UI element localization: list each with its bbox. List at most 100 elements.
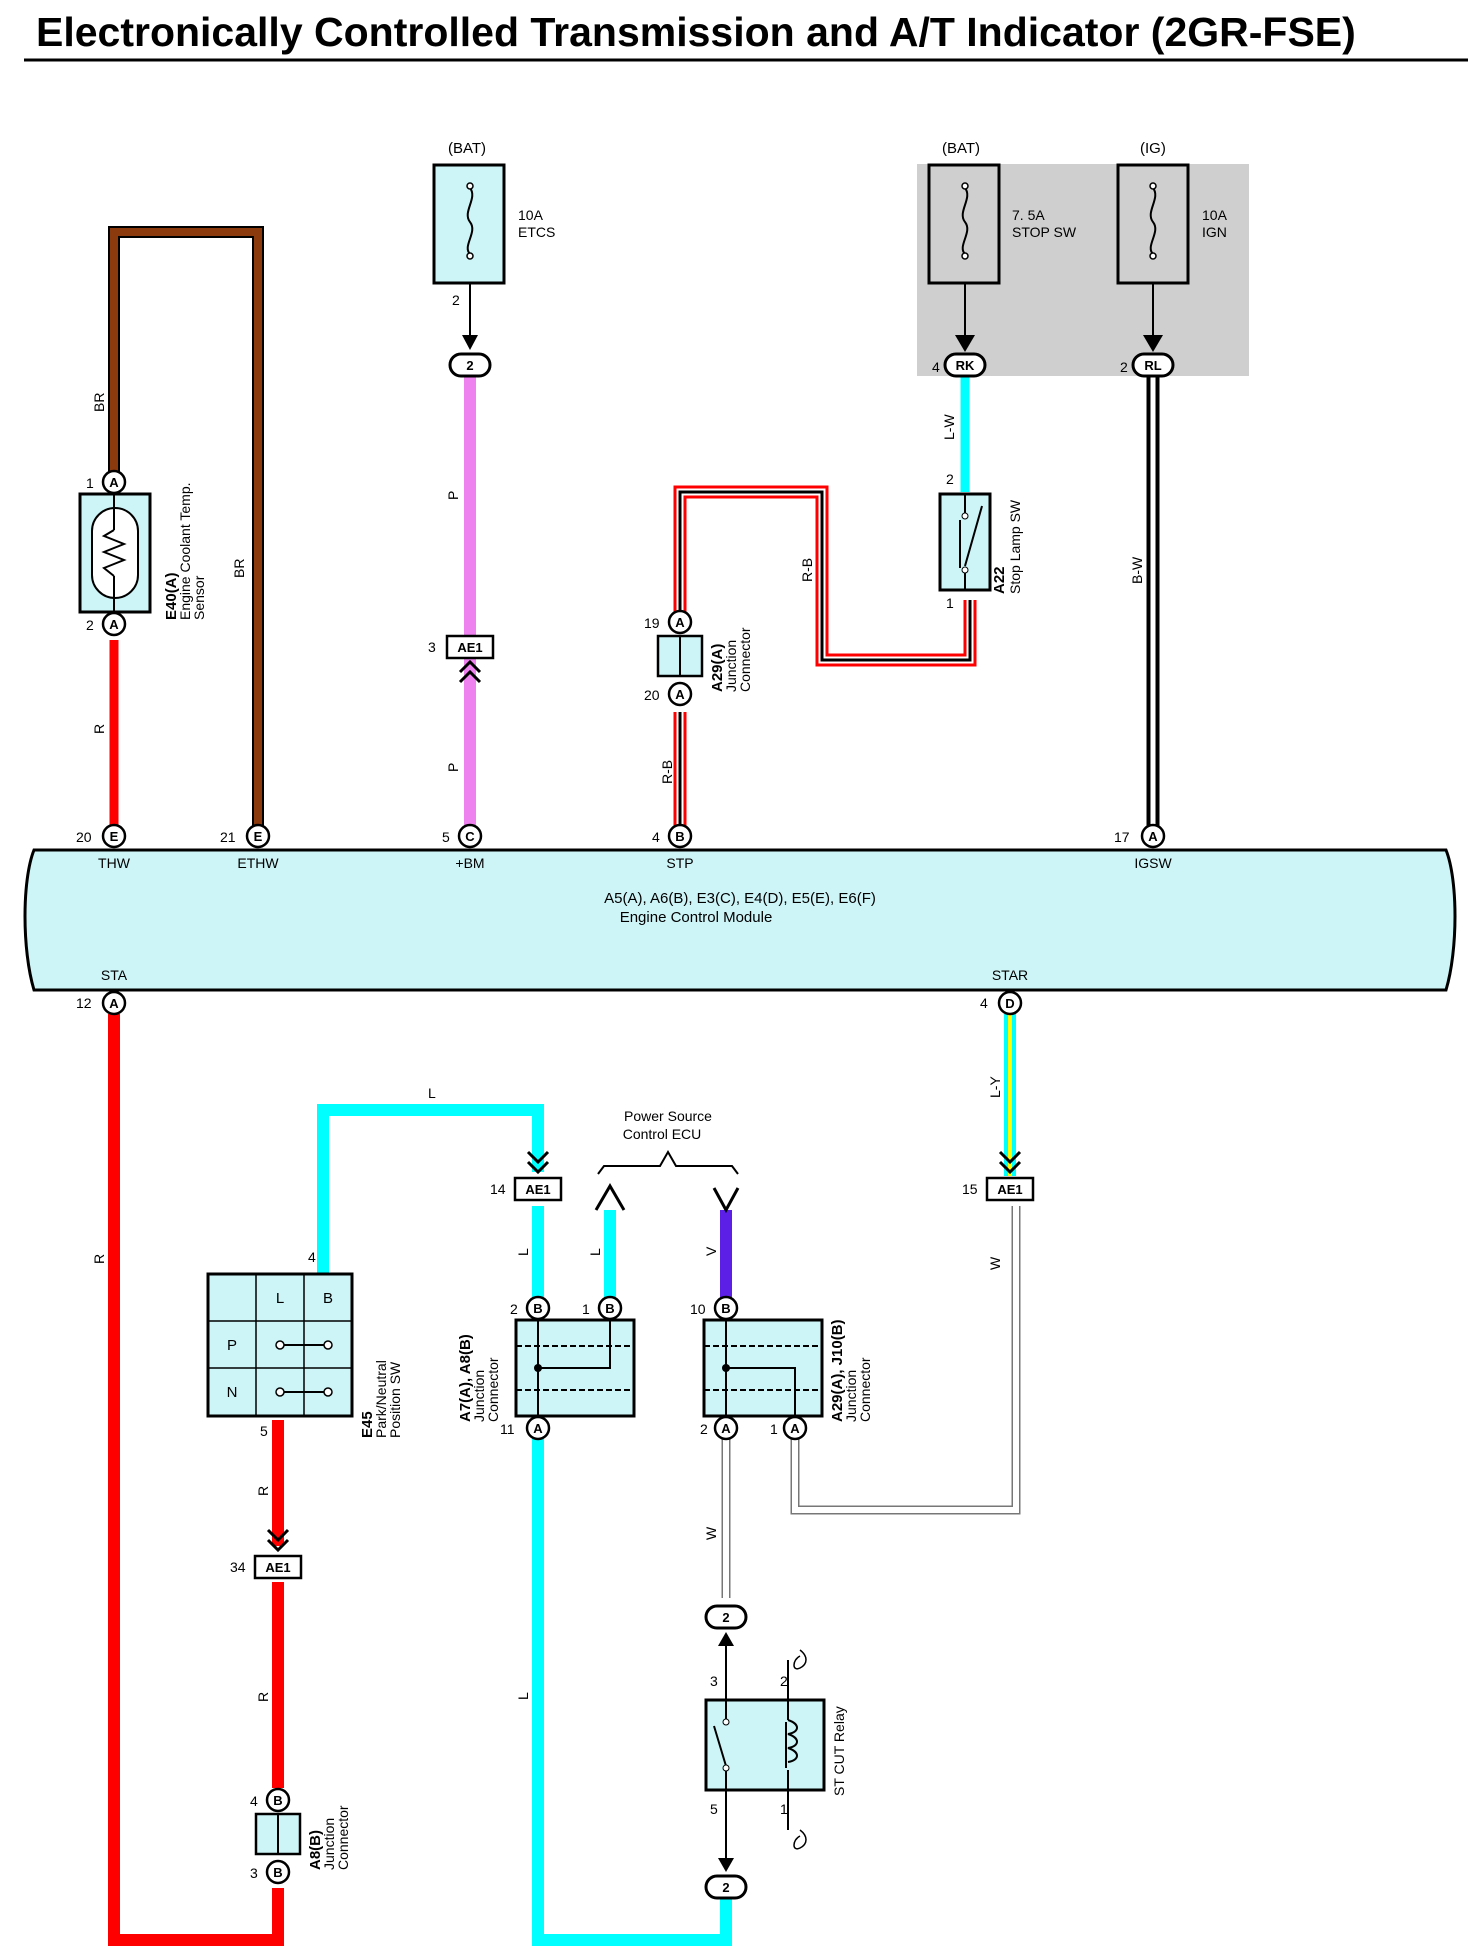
stcut-conn-bot: 2: [722, 1880, 729, 1895]
ecm-pin-ethw: E 21 ETHW: [220, 823, 279, 871]
a7a8-name-2: Connector: [485, 1357, 501, 1422]
ign-rating: 10A: [1202, 207, 1228, 223]
etcs-name: ETCS: [518, 224, 555, 240]
e45-park-neutral-switch: 4 L B P N 5 E45 Park/Neutral Position SW: [206, 1249, 403, 1439]
psecu-name-2: Control ECU: [623, 1126, 702, 1142]
wire-l-bottom: [532, 1428, 732, 1946]
e45-name-2: Position SW: [387, 1361, 403, 1438]
a29-letter-bot: A: [675, 687, 685, 702]
stop-connector: RK: [956, 358, 975, 373]
a7a8-pin-b: 1: [582, 1301, 590, 1317]
fuse-stop: (BAT) 7. 5A STOP SW 4 RK: [927, 140, 1077, 378]
stp-num: 4: [652, 829, 660, 845]
label-br1: BR: [91, 393, 107, 412]
e45-pin-out: 5: [260, 1423, 268, 1439]
connector-ae1-l: AE1 14: [490, 1150, 563, 1202]
wire-l-top: [317, 1104, 544, 1278]
ae1-w-name: AE1: [997, 1182, 1022, 1197]
stcut-pin3: 3: [710, 1673, 718, 1689]
ecm-pin-thw: E 20 THW: [76, 823, 131, 871]
st-cut-relay: 2 3 2 5 1 2 ST CUT Relay: [704, 1604, 847, 1900]
etcs-pin: 2: [452, 292, 460, 308]
stcut-pin1: 1: [780, 1801, 788, 1817]
etcs-source-label: (BAT): [448, 140, 486, 157]
a29j10-name-2: Connector: [857, 1357, 873, 1422]
a22-id: A22: [991, 566, 1008, 594]
igsw-letter: A: [1148, 829, 1158, 844]
label-l3: L: [515, 1692, 531, 1700]
stcut-pin5: 5: [710, 1801, 718, 1817]
label-ly: L-Y: [987, 1076, 1003, 1098]
label-bw: B-W: [1129, 556, 1145, 584]
connector-ae1-w: AE1 15: [962, 1150, 1035, 1202]
a22-stop-lamp-switch: 2 1 A22 Stop Lamp SW: [938, 471, 1023, 611]
connector-ae1-p: AE1 3: [428, 634, 495, 684]
ecm-ids: A5(A), A6(B), E3(C), E4(D), E5(E), E6(F): [604, 890, 876, 907]
a29-name-1: Junction: [723, 640, 739, 692]
label-l1: L: [515, 1248, 531, 1256]
ae1-p-name: AE1: [457, 640, 482, 655]
a29j10-letter-b: A: [721, 1421, 731, 1436]
stcut-conn-top: 2: [722, 1610, 729, 1625]
psecu-name-1: Power Source: [624, 1108, 712, 1124]
e45-cell-n: N: [227, 1384, 238, 1401]
label-l-top: L: [428, 1085, 436, 1101]
a22-pin-top: 2: [946, 471, 954, 487]
stop-pin: 4: [932, 359, 940, 375]
label-w2: W: [703, 1526, 719, 1540]
star-num: 4: [980, 995, 988, 1011]
ign-connector: RL: [1144, 358, 1161, 373]
e40-pin-top: 1: [86, 475, 94, 491]
label-r2: R: [255, 1486, 271, 1496]
a29j10-junction: B 10 A 2 A 1 A29(A), J10(B) Junction Con…: [690, 1295, 873, 1441]
ign-pin: 2: [1120, 359, 1128, 375]
etcs-connector: 2: [466, 358, 473, 373]
ign-source-label: (IG): [1140, 140, 1166, 157]
e40-id: E40(A): [163, 572, 180, 620]
ecm-pin-igsw: A 17 IGSW: [1114, 823, 1172, 871]
e40-coolant-sensor: A 1 A 2 E40(A) Engine Coolant Temp. Sens…: [78, 469, 207, 637]
a29j10-pin-c: 1: [770, 1421, 778, 1437]
label-br2: BR: [231, 559, 247, 578]
connector-ae1-r: AE1 34: [230, 1528, 303, 1580]
e45-cell-l: L: [276, 1290, 284, 1307]
thw-num: 20: [76, 829, 92, 845]
a7a8-id: A7(A), A8(B): [457, 1334, 474, 1422]
ethw-label: ETHW: [237, 855, 279, 871]
a7a8-junction: B 2 B 1 A 11 A7(A), A8(B) Junction Conne…: [457, 1295, 636, 1441]
ecm-pin-star: STAR D 4: [980, 967, 1028, 1016]
ethw-num: 21: [220, 829, 236, 845]
wire-r-sta: [108, 1014, 284, 1946]
a8b-pin-top: 4: [250, 1793, 258, 1809]
label-p2: P: [445, 763, 461, 772]
label-v: V: [703, 1246, 719, 1256]
bm-letter: C: [465, 829, 475, 844]
a22-pin-bot: 1: [946, 595, 954, 611]
a29j10-pin-b: 2: [700, 1421, 708, 1437]
ecm-pin-bm: C 5 +BM: [442, 823, 485, 871]
sta-num: 12: [76, 995, 92, 1011]
fuse-etcs: (BAT) 10A ETCS 2 2: [432, 140, 555, 378]
label-l2: L: [587, 1248, 603, 1256]
a29j10-letter-c: A: [790, 1421, 800, 1436]
engine-control-module: A5(A), A6(B), E3(C), E4(D), E5(E), E6(F)…: [23, 848, 1457, 992]
star-letter: D: [1005, 996, 1014, 1011]
etcs-rating: 10A: [518, 207, 544, 223]
e40-name-1: Engine Coolant Temp.: [177, 483, 193, 621]
a29j10-id: A29(A), J10(B): [829, 1319, 846, 1422]
a7a8-pin-a: 2: [510, 1301, 518, 1317]
e40-pin-bot: 2: [86, 617, 94, 633]
a29-id: A29(A): [709, 644, 726, 692]
label-r3: R: [255, 1692, 271, 1702]
label-r-sta: R: [91, 1254, 107, 1264]
ecm-name: Engine Control Module: [620, 909, 773, 926]
igsw-label: IGSW: [1134, 855, 1172, 871]
stcut-pin2: 2: [780, 1673, 788, 1689]
label-p1: P: [445, 491, 461, 500]
wire-labels: BR BR R P P R-B R-B L-W B-W R L L L V L-…: [91, 393, 1145, 1702]
label-r1: R: [91, 724, 107, 734]
a7a8-pin-c: 11: [500, 1421, 515, 1437]
stp-label: STP: [666, 855, 693, 871]
label-rb2: R-B: [659, 760, 675, 784]
